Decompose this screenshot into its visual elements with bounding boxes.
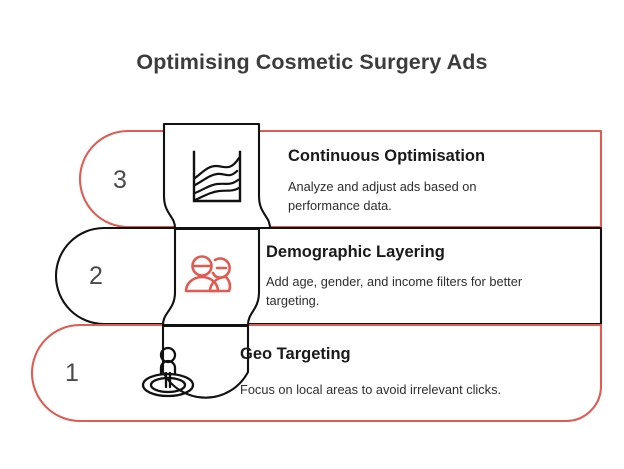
- step-row-1[interactable]: [31, 323, 603, 423]
- step-row-2[interactable]: [55, 226, 603, 326]
- page-title: Optimising Cosmetic Surgery Ads: [136, 50, 488, 74]
- person-location-radius-icon: [141, 346, 195, 398]
- icon-column-connector: [161, 122, 272, 399]
- icon-lobe-1: [161, 324, 250, 399]
- icon-lobe-2: [161, 227, 261, 327]
- people-group-icon: [184, 255, 232, 293]
- step-row-1-outline: [31, 323, 603, 423]
- step-row-2-outline: [55, 226, 603, 326]
- line-chart-icon: [192, 150, 242, 203]
- step-row-3[interactable]: [79, 129, 603, 229]
- step-row-3-outline: [79, 129, 603, 229]
- icon-lobe-3: [162, 122, 272, 230]
